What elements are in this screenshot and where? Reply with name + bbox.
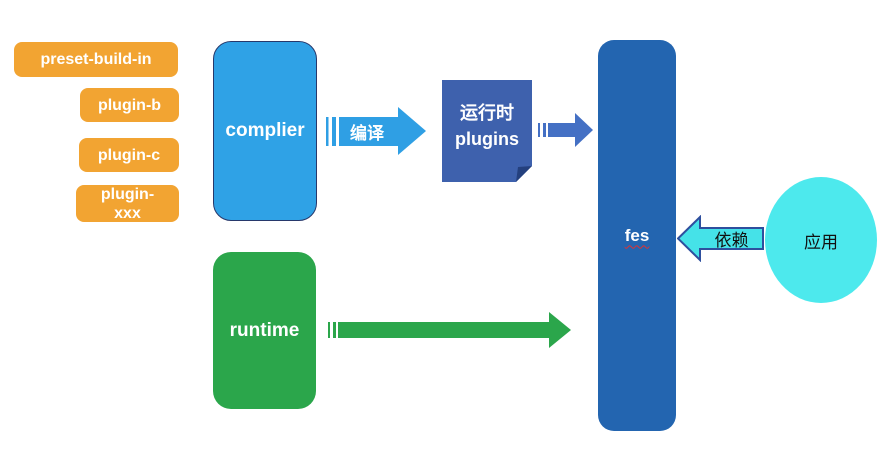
plugin-chip-preset-build-in: preset-build-in: [14, 42, 178, 77]
compile-arrow-icon: 编译: [326, 106, 428, 156]
runtime-plugins-node: 运行时 plugins: [442, 80, 532, 182]
runtime-label: runtime: [229, 319, 300, 341]
plugin-chip-plugin-xxx: plugin-xxx: [76, 185, 179, 222]
runtime-plugins-label-en: plugins: [455, 129, 519, 149]
chip-label: plugin-c: [97, 146, 161, 164]
striped-right-arrow-icon: [328, 312, 571, 348]
runtime-to-fes-arrow-icon: [328, 309, 572, 351]
dependency-arrow-icon: 依赖: [677, 215, 764, 262]
complier-label: complier: [225, 120, 305, 141]
plugin-chip-plugin-b: plugin-b: [80, 88, 179, 122]
app-node: 应用: [765, 177, 877, 303]
striped-right-arrow-icon: [538, 113, 593, 147]
plugins-to-fes-arrow-icon: [538, 111, 594, 149]
runtime-node: runtime: [213, 252, 316, 409]
plugin-chip-plugin-c: plugin-c: [79, 138, 179, 172]
complier-node: complier: [213, 41, 317, 221]
striped-right-arrow-icon: [326, 107, 426, 155]
fes-label: fes: [624, 225, 650, 245]
chip-label: plugin-b: [97, 96, 162, 114]
chip-label: plugin-xxx: [100, 185, 155, 222]
chip-label: preset-build-in: [40, 51, 152, 68]
app-label: 应用: [804, 232, 838, 252]
fes-node: fes: [598, 40, 676, 431]
left-arrow-icon: [677, 215, 764, 262]
runtime-plugins-label-cn: 运行时: [460, 102, 514, 123]
